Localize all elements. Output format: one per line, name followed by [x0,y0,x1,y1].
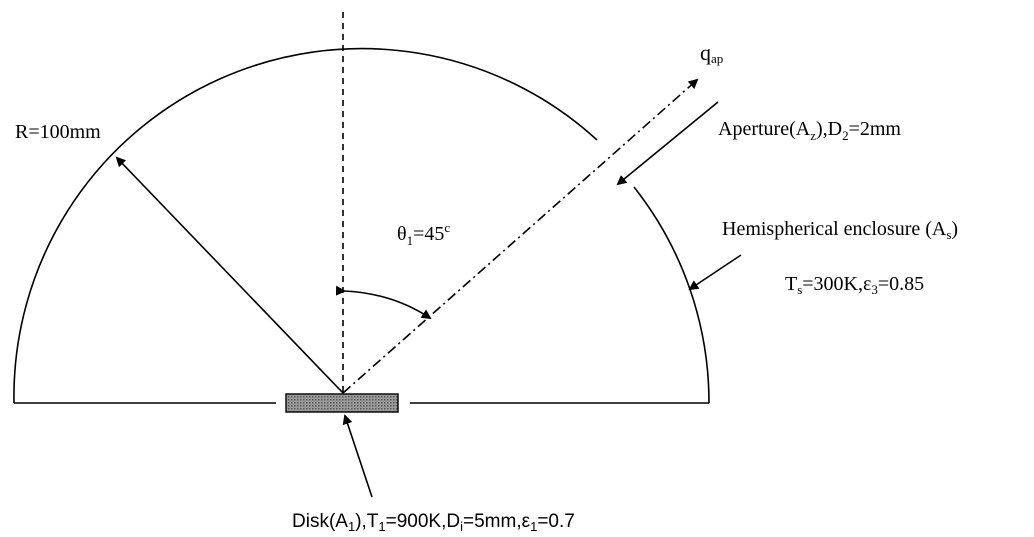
angle-label: θ1=45c [397,220,450,248]
hemisphere-arc-right [633,186,710,404]
heat-flux-label: qap [700,40,723,66]
aperture-leader-arrow [616,101,719,186]
aperture-label: Aperture(Az),D2=2mm [718,118,901,143]
disk-label: Disk(A1),T1=900K,Di=5mm,ε1=0.7 [292,511,575,534]
enclosure-props-label: Ts=300K,ε3=0.85 [785,273,924,297]
enclosure-leader-arrow [688,254,742,291]
radius-label: R=100mm [15,121,101,143]
hemisphere-arc-left [13,47,598,404]
enclosure-label: Hemispherical enclosure (As) [722,218,958,242]
angle-arc [335,285,432,320]
disk-leader-arrow [342,414,373,498]
radius-arrow [115,156,344,394]
disk-icon [285,393,399,413]
